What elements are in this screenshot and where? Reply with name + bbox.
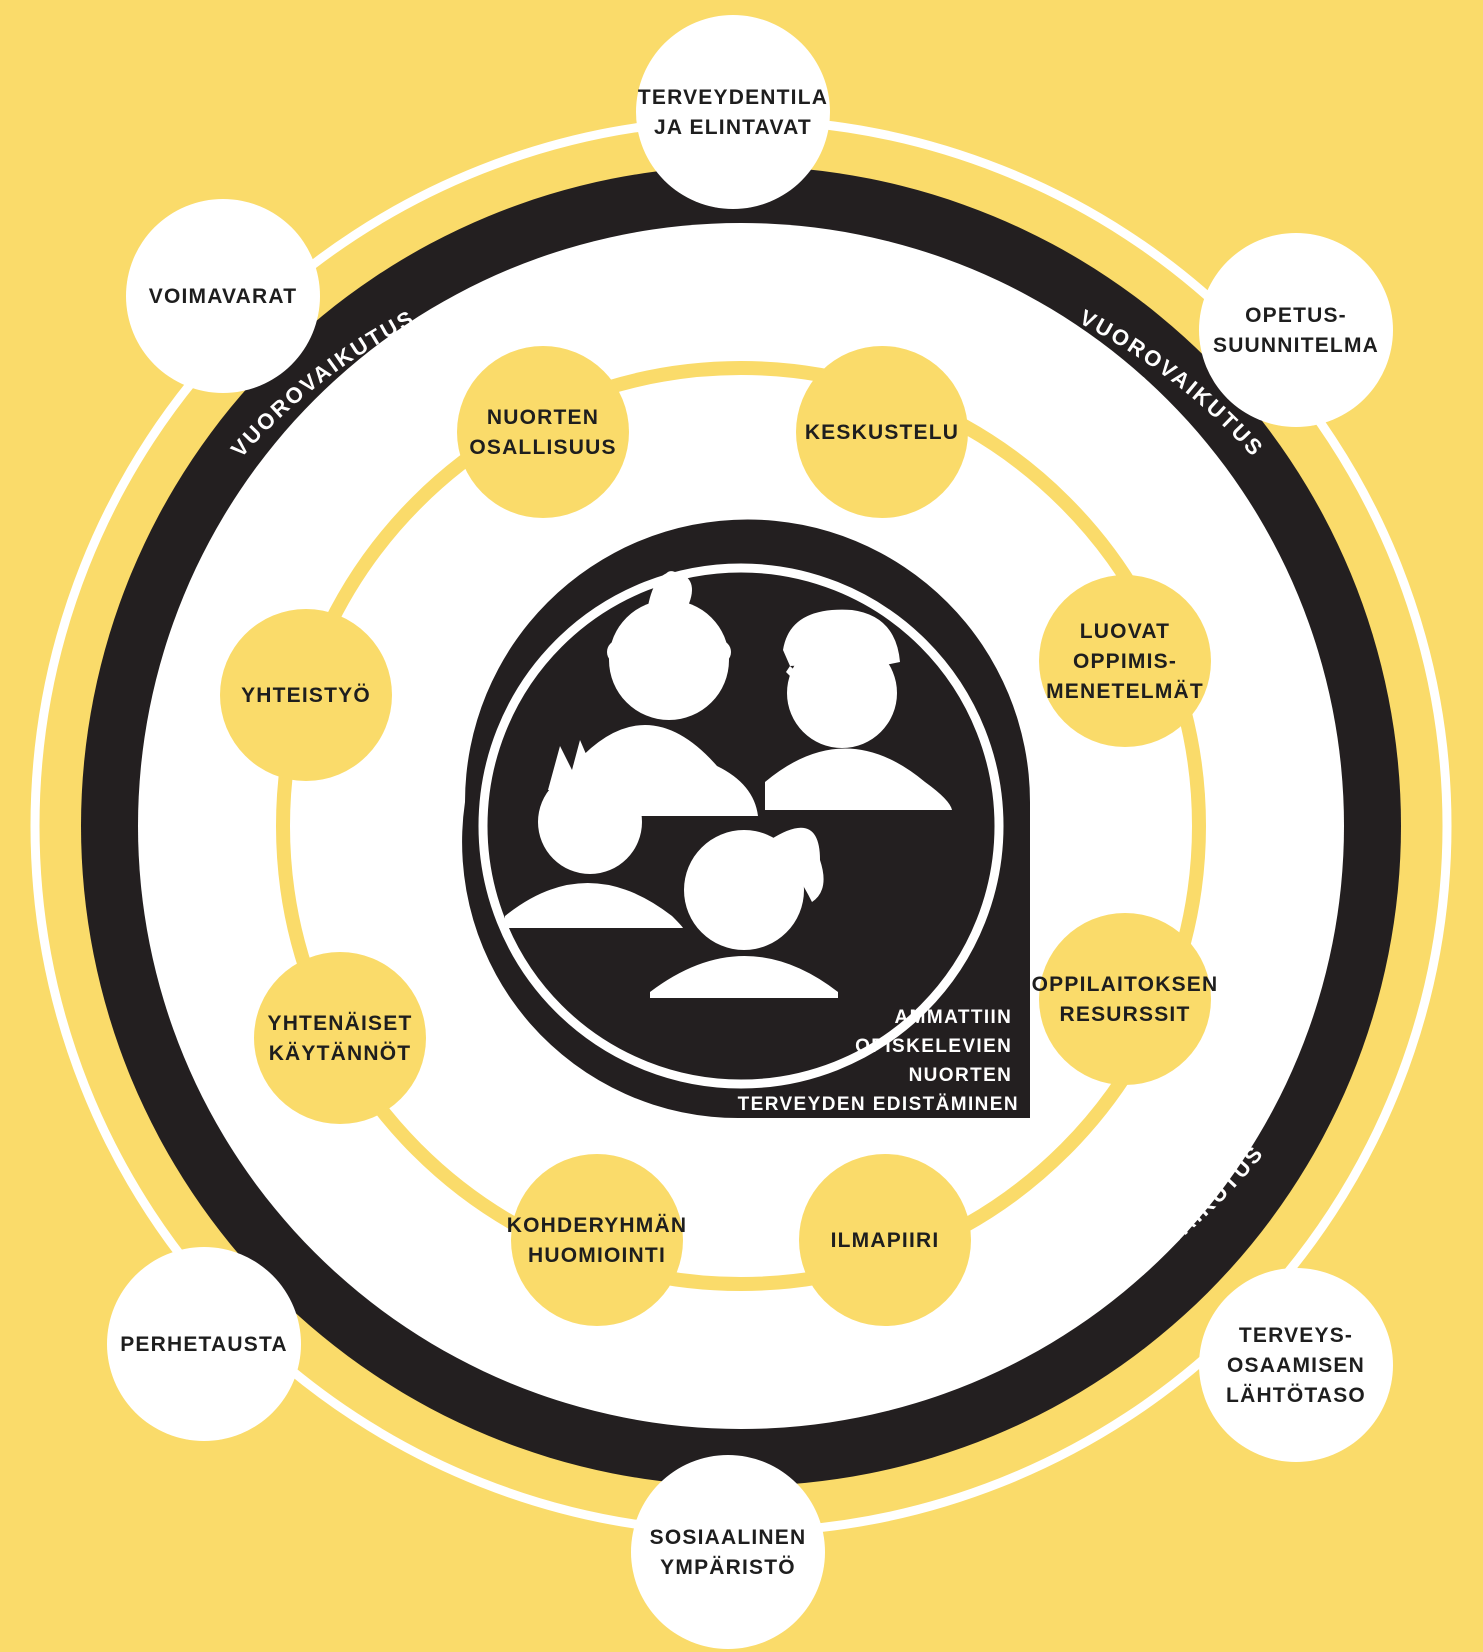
inner-node-label-line: KOHDERYHMÄN [507, 1214, 687, 1237]
inner-node-label-line: MENETELMÄT [1046, 680, 1204, 703]
inner-nodes: NUORTEN OSALLISUUS KESKUSTELU LUOVAT OPPIMIS… [220, 346, 1219, 1326]
center-badge-ring [478, 563, 1004, 1089]
inner-node-circle [796, 346, 968, 518]
outer-node-label-line: TERVEYDENTILA [638, 86, 828, 109]
outer-node-label: OPETUS- SUUNNITELMA [1213, 304, 1379, 357]
inner-node-label: NUORTEN OSALLISUUS [469, 406, 616, 459]
inner-node: NUORTEN OSALLISUUS [457, 346, 629, 518]
outer-node-circle [1199, 233, 1393, 427]
inner-node-circle [457, 346, 629, 518]
outer-node: TERVEYS- OSAAMISEN LÄHTÖTASO [1199, 1268, 1393, 1462]
inner-node: YHTENÄISET KÄYTÄNNÖT [254, 952, 426, 1124]
inner-node-label-line: OPPILAITOKSEN [1032, 973, 1219, 996]
outer-node: TERVEYDENTILA JA ELINTAVAT [636, 15, 830, 209]
outer-node-circle [631, 1455, 825, 1649]
inner-node-label: ILMAPIIRI [831, 1229, 940, 1252]
inner-node-label-line: LUOVAT [1080, 620, 1170, 643]
inner-ring-line [276, 361, 1206, 1291]
inner-node-circle [1039, 575, 1211, 747]
inner-node-label-line: ILMAPIIRI [831, 1229, 940, 1252]
outer-node: PERHETAUSTA [107, 1247, 301, 1441]
inner-node-label-line: NUORTEN [487, 406, 599, 429]
inner-node-label-line: OPPIMIS- [1073, 650, 1177, 673]
outer-node-label: VOIMAVARAT [149, 285, 298, 308]
outer-node-label: TERVEYS- OSAAMISEN LÄHTÖTASO [1226, 1324, 1366, 1407]
outer-node-label-line: YMPÄRISTÖ [660, 1556, 796, 1579]
inner-node-label: KESKUSTELU [805, 421, 959, 444]
inner-node-label: KOHDERYHMÄN HUOMIOINTI [507, 1214, 687, 1267]
outer-node-circle [107, 1247, 301, 1441]
outer-node: SOSIAALINEN YMPÄRISTÖ [631, 1455, 825, 1649]
outer-node-label-line: OPETUS- [1245, 304, 1347, 327]
inner-node-label-line: YHTEISTYÖ [241, 684, 371, 707]
inner-node-circle [799, 1154, 971, 1326]
outer-node-label: SOSIAALINEN YMPÄRISTÖ [650, 1526, 807, 1579]
outer-node-label-line: SUUNNITELMA [1213, 334, 1379, 357]
center-title-line: OPISKELEVIEN [855, 1036, 1012, 1057]
inner-node-circle [254, 952, 426, 1124]
outer-node-label-line: OSAAMISEN [1227, 1354, 1365, 1377]
inner-node-label: OPPILAITOKSEN RESURSSIT [1032, 973, 1219, 1026]
inner-node: OPPILAITOKSEN RESURSSIT [1032, 913, 1219, 1085]
outer-node-label-line: JA ELINTAVAT [654, 116, 812, 139]
outer-node-circle [1199, 1268, 1393, 1462]
inner-node-label: LUOVAT OPPIMIS- MENETELMÄT [1046, 620, 1204, 703]
group-of-young-people-icon [505, 571, 952, 998]
outer-node-label-line: TERVEYS- [1239, 1324, 1353, 1347]
outer-node-label-line: LÄHTÖTASO [1226, 1384, 1366, 1407]
inner-node: YHTEISTYÖ [220, 609, 392, 781]
inner-node-label-line: HUOMIOINTI [528, 1244, 666, 1267]
center-title-line: AMMATTIIN [895, 1007, 1013, 1028]
inner-node: ILMAPIIRI [799, 1154, 971, 1326]
outer-node: OPETUS- SUUNNITELMA [1199, 233, 1393, 427]
outer-node-label-line: PERHETAUSTA [120, 1333, 288, 1356]
outer-node-label-line: SOSIAALINEN [650, 1526, 807, 1549]
inner-node-label-line: KESKUSTELU [805, 421, 959, 444]
outer-node-label-line: VOIMAVARAT [149, 285, 298, 308]
inner-node-label-line: RESURSSIT [1060, 1003, 1191, 1026]
inner-node-label-line: OSALLISUUS [469, 436, 616, 459]
inner-node-label-line: KÄYTÄNNÖT [269, 1042, 412, 1065]
outer-node-circle [126, 199, 320, 393]
inner-node-circle [220, 609, 392, 781]
outer-node-circle [636, 15, 830, 209]
inner-node-circle [1039, 913, 1211, 1085]
inner-node-circle [511, 1154, 683, 1326]
outer-nodes: TERVEYDENTILA JA ELINTAVAT OPETUS- SUUNNITE… [107, 15, 1393, 1649]
outer-node: VOIMAVARAT [126, 199, 320, 393]
inner-node-label-line: YHTENÄISET [267, 1012, 412, 1035]
inner-node-label: YHTEISTYÖ [241, 684, 371, 707]
inner-node: KESKUSTELU [796, 346, 968, 518]
outer-node-label: TERVEYDENTILA JA ELINTAVAT [638, 86, 828, 139]
inner-node: KOHDERYHMÄN HUOMIOINTI [507, 1154, 687, 1326]
center-title: AMMATTIIN OPISKELEVIEN NUORTEN TERVEYDEN… [738, 1007, 1019, 1115]
inner-node: LUOVAT OPPIMIS- MENETELMÄT [1039, 575, 1211, 747]
center-title-line: NUORTEN [909, 1065, 1013, 1086]
outer-node-label: PERHETAUSTA [120, 1333, 288, 1356]
center-title-line: TERVEYDEN EDISTÄMINEN [738, 1094, 1019, 1115]
inner-node-label: YHTENÄISET KÄYTÄNNÖT [267, 1012, 412, 1065]
